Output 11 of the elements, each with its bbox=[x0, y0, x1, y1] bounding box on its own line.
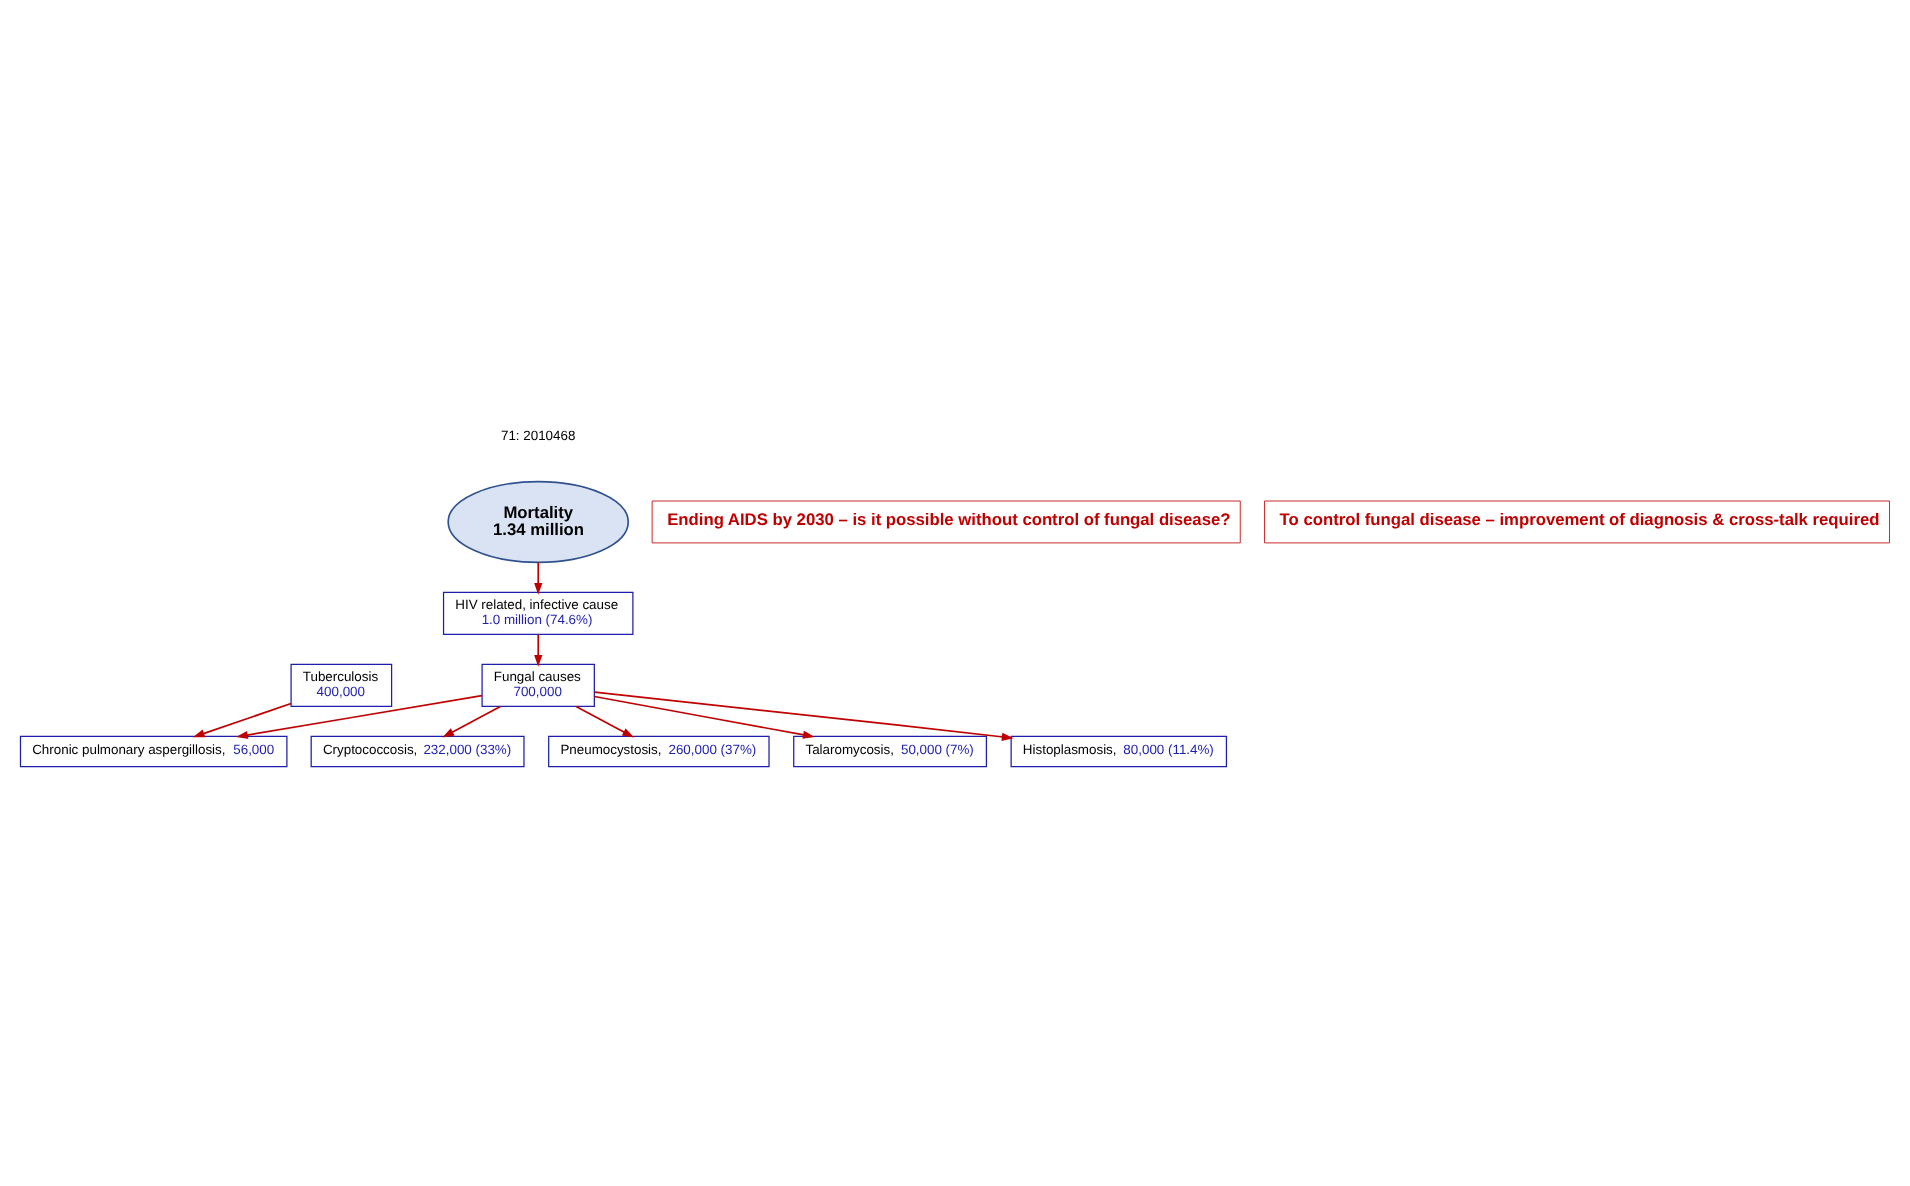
arrow bbox=[593, 694, 815, 738]
arrow bbox=[534, 632, 543, 666]
node-box: Ending AIDS by 2030 – is it possible without control of fungal disease? bbox=[651, 499, 1241, 543]
arrow bbox=[442, 704, 502, 737]
arrow bbox=[236, 693, 483, 738]
arrow bbox=[192, 701, 292, 737]
arrow bbox=[534, 560, 543, 594]
arrow bbox=[575, 704, 635, 737]
arrow bbox=[593, 690, 1014, 740]
node-box: To control fungal disease – improvement of diagnosis & cross-talk required bbox=[1264, 499, 1890, 543]
node-ellipse: Mortality 1.34 million bbox=[447, 479, 630, 563]
